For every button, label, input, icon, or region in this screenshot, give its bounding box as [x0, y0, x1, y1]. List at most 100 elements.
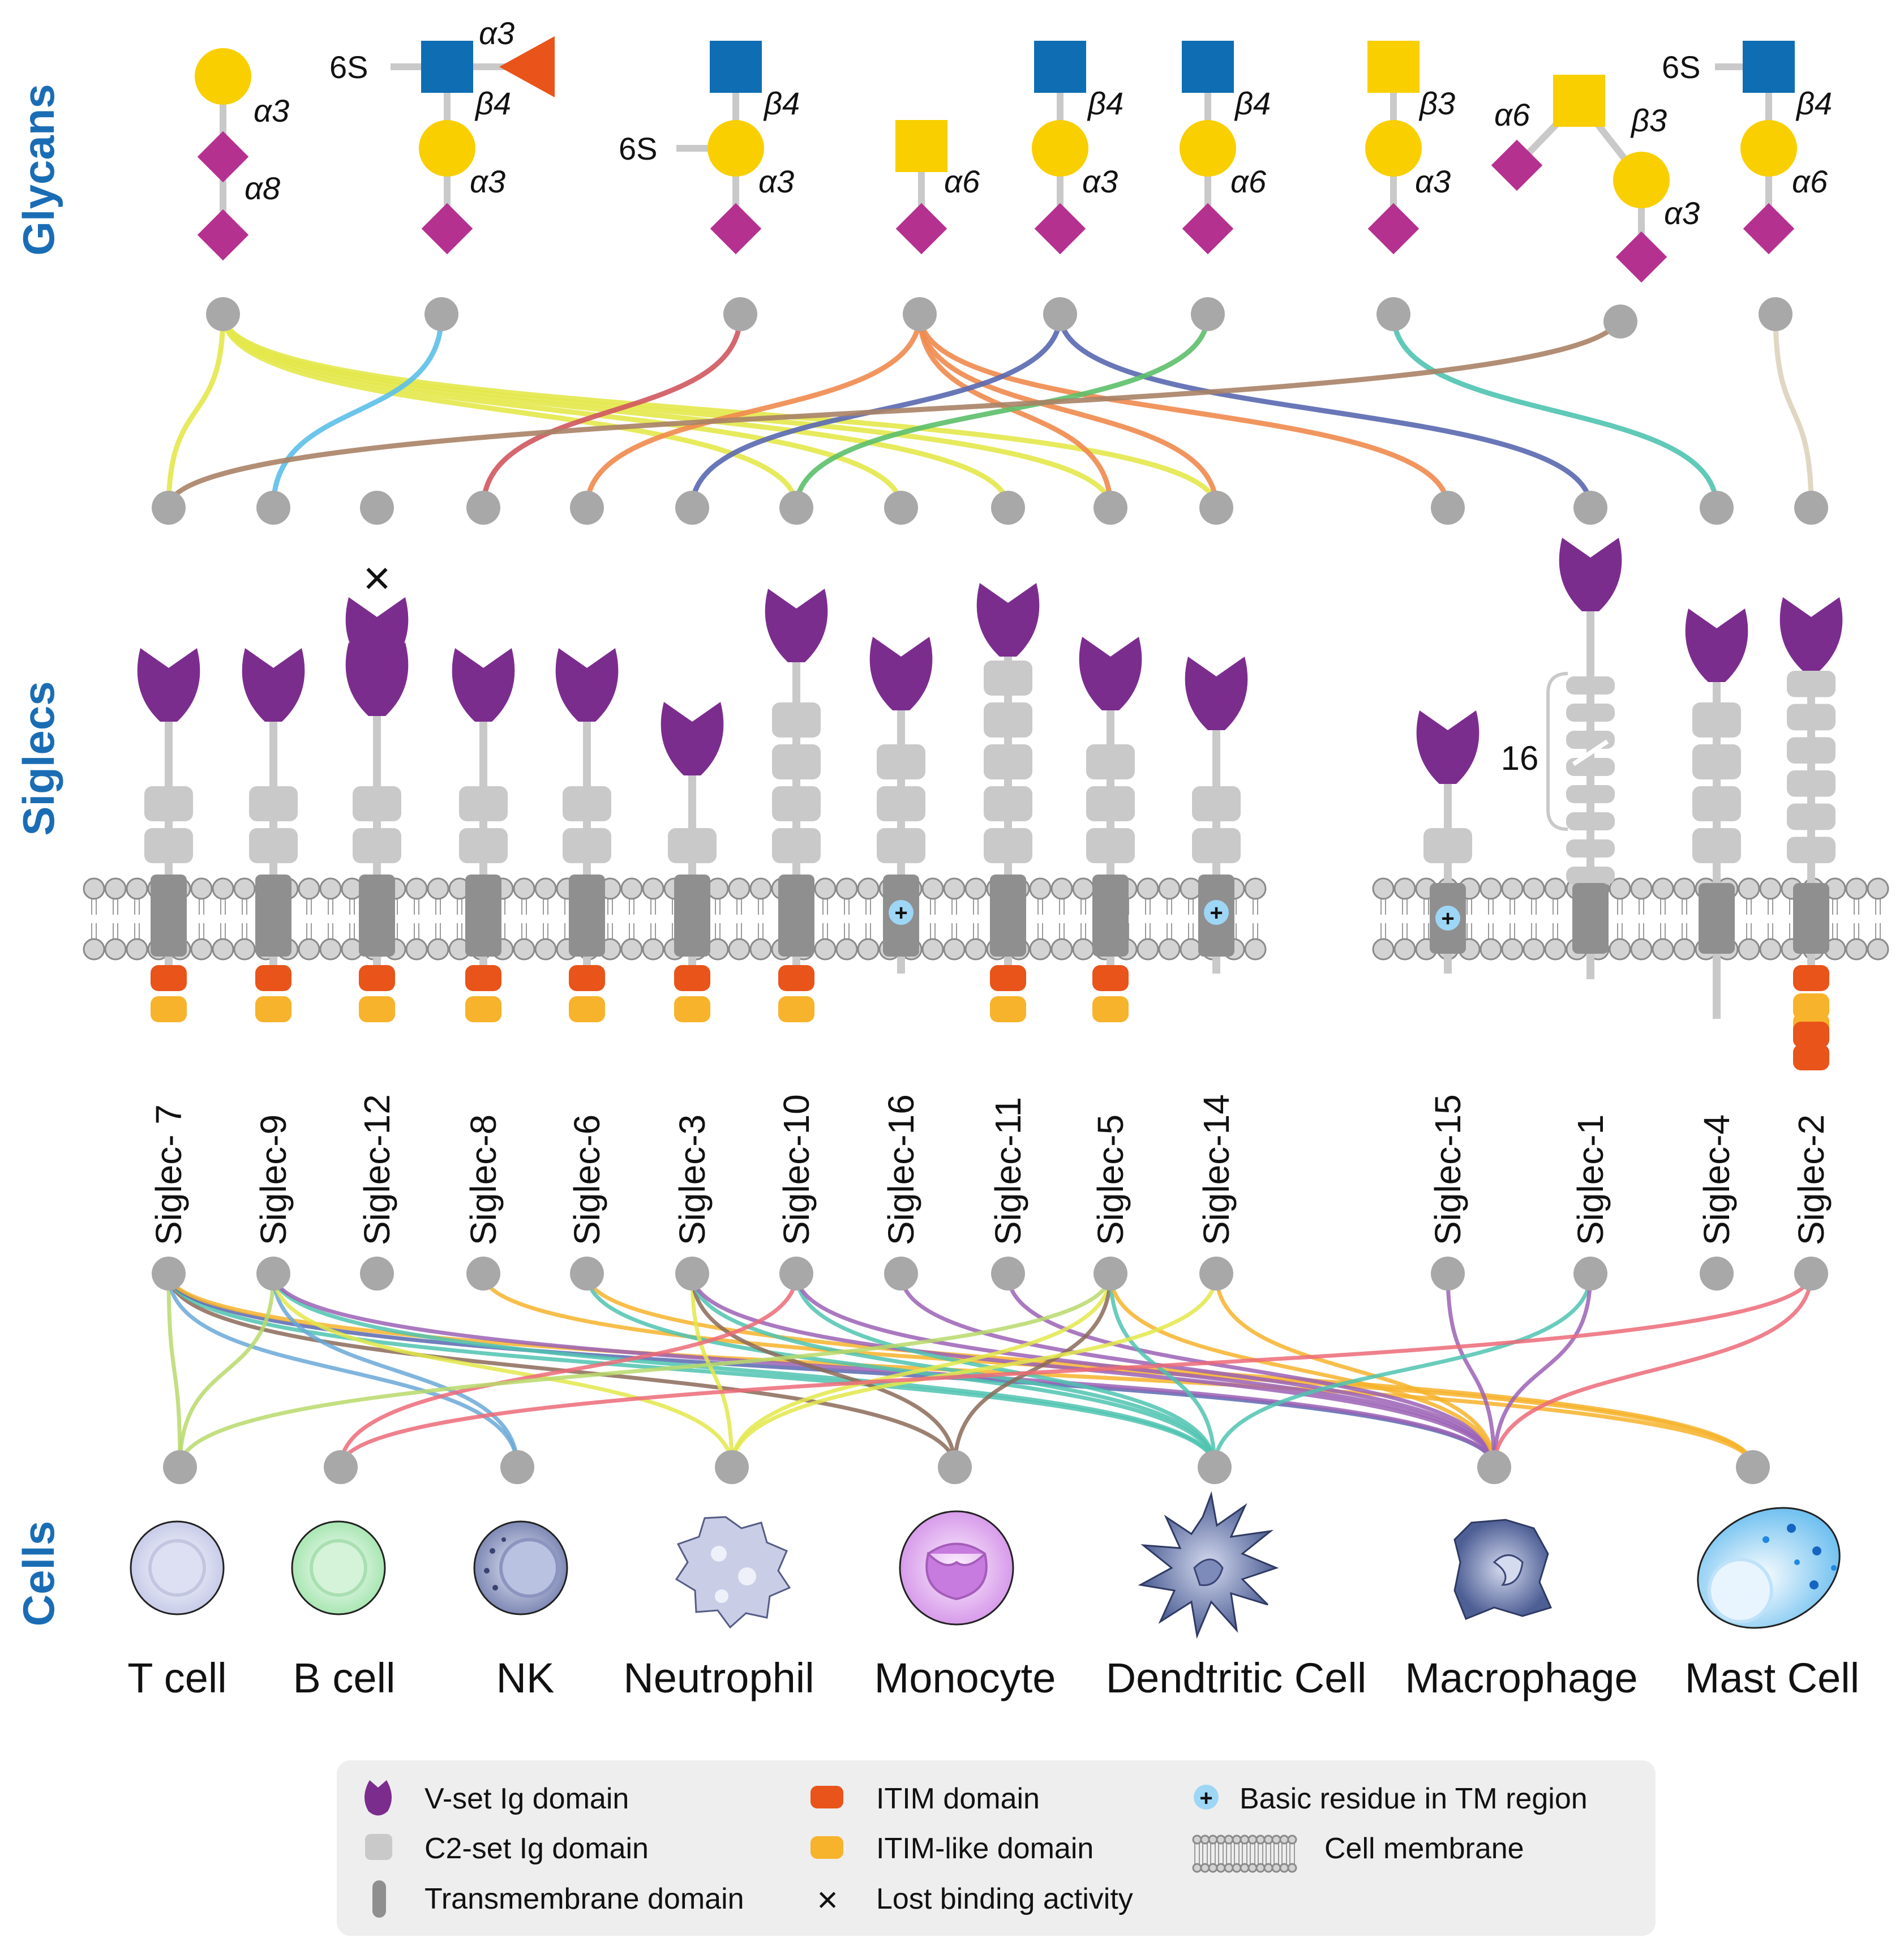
siglec-cell-node[interactable]	[779, 1257, 813, 1291]
siglec-glycan-node[interactable]	[675, 491, 709, 525]
glycan-1: 6S α3 β4 α3	[329, 15, 555, 255]
linkage-label: β4	[1234, 85, 1271, 121]
glcnac-icon	[710, 41, 762, 93]
siglec-glycan-node[interactable]	[779, 491, 813, 525]
siglec-cell-link	[730, 1273, 1113, 1468]
siglec-cell-link	[338, 1273, 1813, 1468]
c2-set-domain	[1566, 812, 1615, 830]
c2-set-domain	[984, 786, 1032, 821]
linkage-label: α6	[1494, 97, 1530, 132]
sulfation-label: 6S	[619, 131, 658, 166]
siglec-label: Siglec-4	[1696, 1115, 1737, 1245]
siglec-cell-link	[271, 1273, 1496, 1468]
siglec-cell-link	[1492, 1273, 1813, 1468]
cell-node[interactable]	[1198, 1450, 1232, 1484]
glycan-node[interactable]	[903, 297, 937, 331]
galactose-icon	[1032, 120, 1088, 177]
siglec-cell-node[interactable]	[884, 1257, 918, 1291]
v-set-domain	[869, 637, 933, 710]
siglec-cell-link	[166, 1273, 520, 1468]
cell-label: Mast Cell	[1685, 1654, 1859, 1701]
itim-domain	[569, 965, 605, 991]
siglec-label: Siglec-2	[1791, 1115, 1832, 1245]
glycan-node[interactable]	[1759, 297, 1792, 331]
itim-domain-icon	[811, 1786, 843, 1808]
siglec-glycan-node[interactable]	[1573, 491, 1607, 525]
siglec-cell-node[interactable]	[360, 1257, 394, 1291]
siglec-glycan-node[interactable]	[991, 491, 1025, 525]
siglec-glycan-node[interactable]	[256, 491, 290, 525]
siglec-glycan-node[interactable]	[1700, 491, 1734, 525]
glycan-node[interactable]	[1603, 305, 1637, 338]
glycan-5: β4 α6	[1180, 41, 1271, 255]
siglec-glycan-node[interactable]	[152, 491, 186, 525]
siglec-cell-node[interactable]	[1093, 1257, 1127, 1291]
glycan-node[interactable]	[1043, 297, 1077, 331]
siglec-label: Siglec-1	[1570, 1115, 1611, 1245]
siglec-label: Siglec-6	[567, 1115, 607, 1245]
siglec-glycan-node[interactable]	[570, 491, 604, 525]
linkage-label: β3	[1630, 102, 1667, 138]
v-set-domain	[1685, 608, 1748, 682]
c2-set-domain	[1566, 676, 1615, 695]
c2-set-domain	[984, 744, 1032, 779]
glycan-0: α3 α8	[195, 48, 289, 261]
siglec-glycan-node[interactable]	[360, 491, 394, 525]
c2-set-domain	[353, 786, 401, 821]
cell-node[interactable]	[715, 1450, 749, 1484]
siglec-glycan-node[interactable]	[884, 491, 918, 525]
v-set-domain	[1559, 538, 1622, 611]
c2-set-domain	[877, 786, 925, 821]
siglec-glycan-node[interactable]	[1794, 491, 1828, 525]
siglec-proteins: +++	[137, 538, 1843, 1070]
siglec-cell-link	[585, 1273, 1755, 1468]
glycan-node[interactable]	[1376, 297, 1410, 331]
sialic-acid-icon	[895, 203, 947, 255]
siglec-glycan-node[interactable]	[1199, 491, 1233, 525]
v-set-domain	[765, 589, 828, 662]
siglec-cell-node[interactable]	[1700, 1257, 1734, 1291]
siglec-cell-node[interactable]	[152, 1257, 186, 1291]
siglec-cell-node[interactable]	[1573, 1257, 1607, 1291]
itim-like-domain	[465, 996, 501, 1022]
siglec-cell-node[interactable]	[1794, 1257, 1828, 1291]
siglec-cell-node[interactable]	[1199, 1257, 1233, 1291]
siglec-cell-node[interactable]	[256, 1257, 290, 1291]
cell-node[interactable]	[1736, 1450, 1770, 1484]
transmembrane-domain	[465, 875, 501, 957]
glycan-node[interactable]	[723, 297, 757, 331]
basic-residue-icon	[1204, 900, 1229, 925]
siglec-glycan-node[interactable]	[1093, 491, 1127, 525]
glycan-2: 6S β4 α3	[619, 41, 800, 255]
siglec-glycan-node[interactable]	[466, 491, 500, 525]
cell-node[interactable]	[1477, 1450, 1511, 1484]
c2-set-domain	[1192, 828, 1241, 863]
c2-set-domain	[1423, 828, 1472, 863]
glycan-node[interactable]	[1191, 297, 1225, 331]
cell-node[interactable]	[163, 1450, 197, 1484]
legend-label: ITIM-like domain	[876, 1832, 1093, 1865]
cell-node[interactable]	[500, 1450, 534, 1484]
linkage-label: α3	[479, 15, 514, 51]
cell-node[interactable]	[938, 1450, 972, 1484]
glycan-node[interactable]	[206, 297, 240, 331]
itim-like-domain	[1092, 996, 1129, 1022]
siglec-cell-node[interactable]	[675, 1257, 709, 1291]
linkage-label: α3	[1664, 195, 1700, 231]
c2-set-domain	[877, 744, 925, 779]
siglec-cell-node[interactable]	[1431, 1257, 1465, 1291]
nk-cell-icon	[473, 1520, 568, 1615]
siglec-cell-link	[899, 1273, 1496, 1468]
siglec-cell-link	[730, 1273, 1219, 1468]
siglec-label: Siglec-12	[357, 1094, 397, 1245]
c2-set-domain	[459, 828, 508, 863]
siglec-cell-node[interactable]	[570, 1257, 604, 1291]
cell-node[interactable]	[324, 1450, 358, 1484]
siglec-glycan-node[interactable]	[1431, 491, 1465, 525]
transmembrane-domain	[674, 875, 710, 957]
siglec-cell-node[interactable]	[991, 1257, 1025, 1291]
siglec-cell-node[interactable]	[466, 1257, 500, 1291]
glycan-node[interactable]	[424, 297, 458, 331]
lost-binding-icon: ×	[817, 1879, 838, 1920]
